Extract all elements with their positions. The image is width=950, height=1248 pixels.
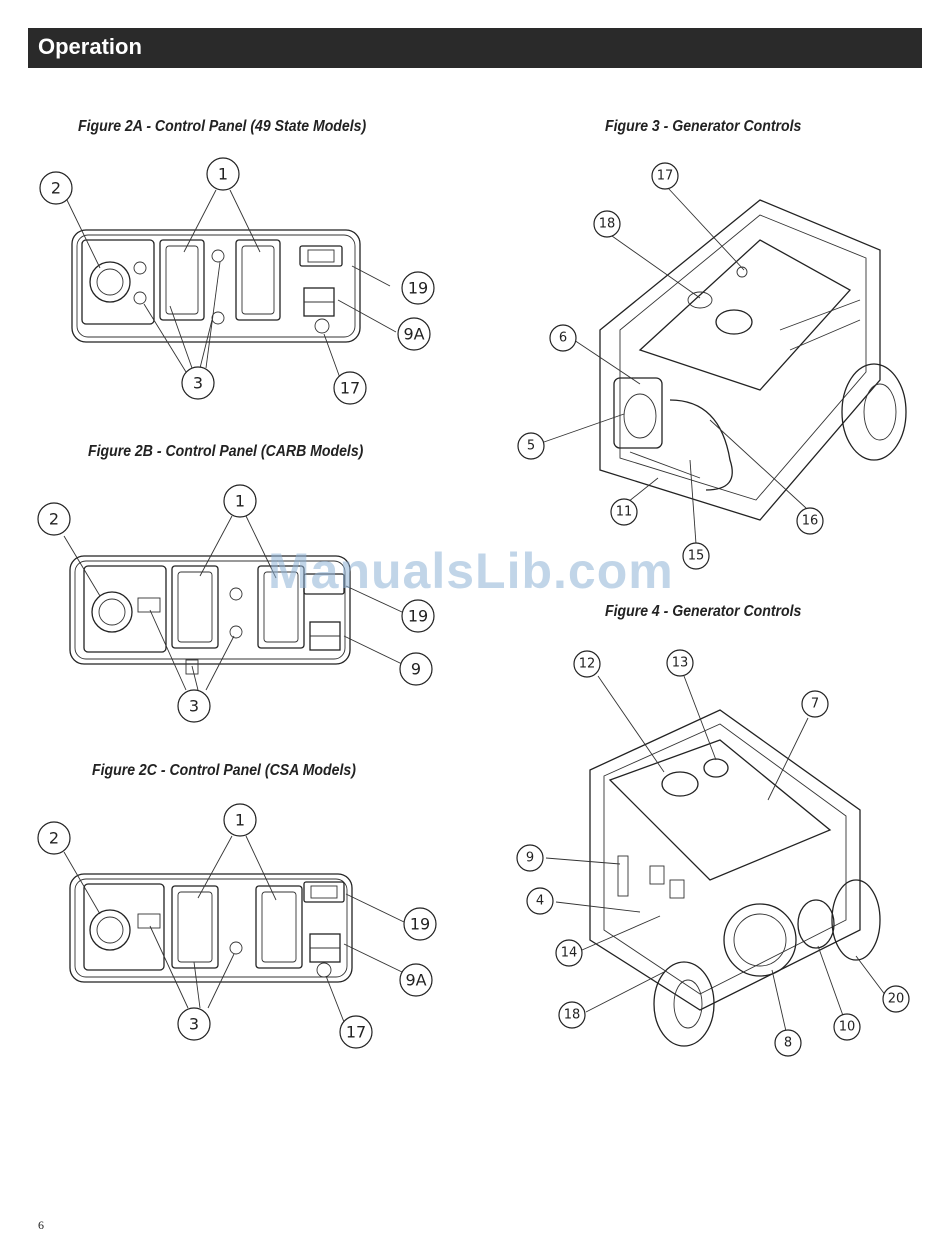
watermark: ManualsLib.com xyxy=(268,542,674,600)
callout-label: 17 xyxy=(657,169,674,184)
callout-label: 11 xyxy=(616,505,633,520)
callout-label: 8 xyxy=(784,1036,792,1051)
callout-label: 19 xyxy=(408,279,428,298)
callout-label: 18 xyxy=(564,1008,581,1023)
callout-label: 9A xyxy=(405,971,426,990)
callout-label: 9A xyxy=(403,325,424,344)
callout-label: 1 xyxy=(235,811,245,830)
callout-label: 6 xyxy=(559,331,567,346)
callout-label: 13 xyxy=(672,656,689,671)
callout-label: 2 xyxy=(49,829,59,848)
callout-label: 18 xyxy=(599,217,616,232)
callout-label: 17 xyxy=(340,379,360,398)
callout-label: 12 xyxy=(579,657,596,672)
callout-label: 3 xyxy=(189,697,199,716)
callout-label: 20 xyxy=(888,992,905,1007)
callout-label: 7 xyxy=(811,697,819,712)
callout-label: 16 xyxy=(802,514,819,529)
callout-label: 2 xyxy=(49,510,59,529)
page-number: 6 xyxy=(38,1218,44,1233)
callout-label: 1 xyxy=(218,165,228,184)
control-panel-2a xyxy=(72,230,360,342)
callout-label: 19 xyxy=(408,607,428,626)
generator-illustration-fig3 xyxy=(600,200,906,520)
callout-label: 3 xyxy=(193,374,203,393)
callout-label: 15 xyxy=(688,549,705,564)
callout-label: 14 xyxy=(561,946,578,961)
callout-label: 9 xyxy=(411,660,421,679)
callout-label: 5 xyxy=(527,439,535,454)
callout-label: 19 xyxy=(410,915,430,934)
callout-label: 1 xyxy=(235,492,245,511)
control-panel-2c xyxy=(70,874,352,982)
callout-label: 4 xyxy=(536,894,544,909)
callout-label: 2 xyxy=(51,179,61,198)
generator-illustration-fig4 xyxy=(590,710,880,1046)
callout-label: 9 xyxy=(526,851,534,866)
callout-label: 17 xyxy=(346,1023,366,1042)
callout-label: 3 xyxy=(189,1015,199,1034)
callout-label: 10 xyxy=(839,1020,856,1035)
